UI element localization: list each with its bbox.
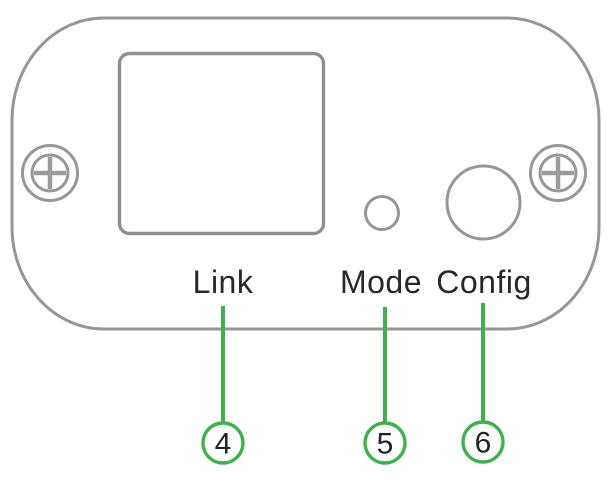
mode-led <box>364 195 400 231</box>
callout-badge-4: 4 <box>201 421 245 465</box>
link-label: Link <box>193 264 254 300</box>
right-screw-icon <box>529 144 587 202</box>
display-window <box>117 51 326 236</box>
mode-label: Mode <box>340 264 422 300</box>
callout-number-6: 6 <box>475 427 492 460</box>
callout-number-5: 5 <box>377 428 394 461</box>
config-label: Config <box>436 264 532 300</box>
config-button <box>445 164 522 241</box>
left-screw-icon <box>21 144 79 202</box>
callout-badge-5: 5 <box>363 421 407 465</box>
callout-badge-6: 6 <box>461 420 505 464</box>
callout-number-4: 4 <box>215 428 232 461</box>
